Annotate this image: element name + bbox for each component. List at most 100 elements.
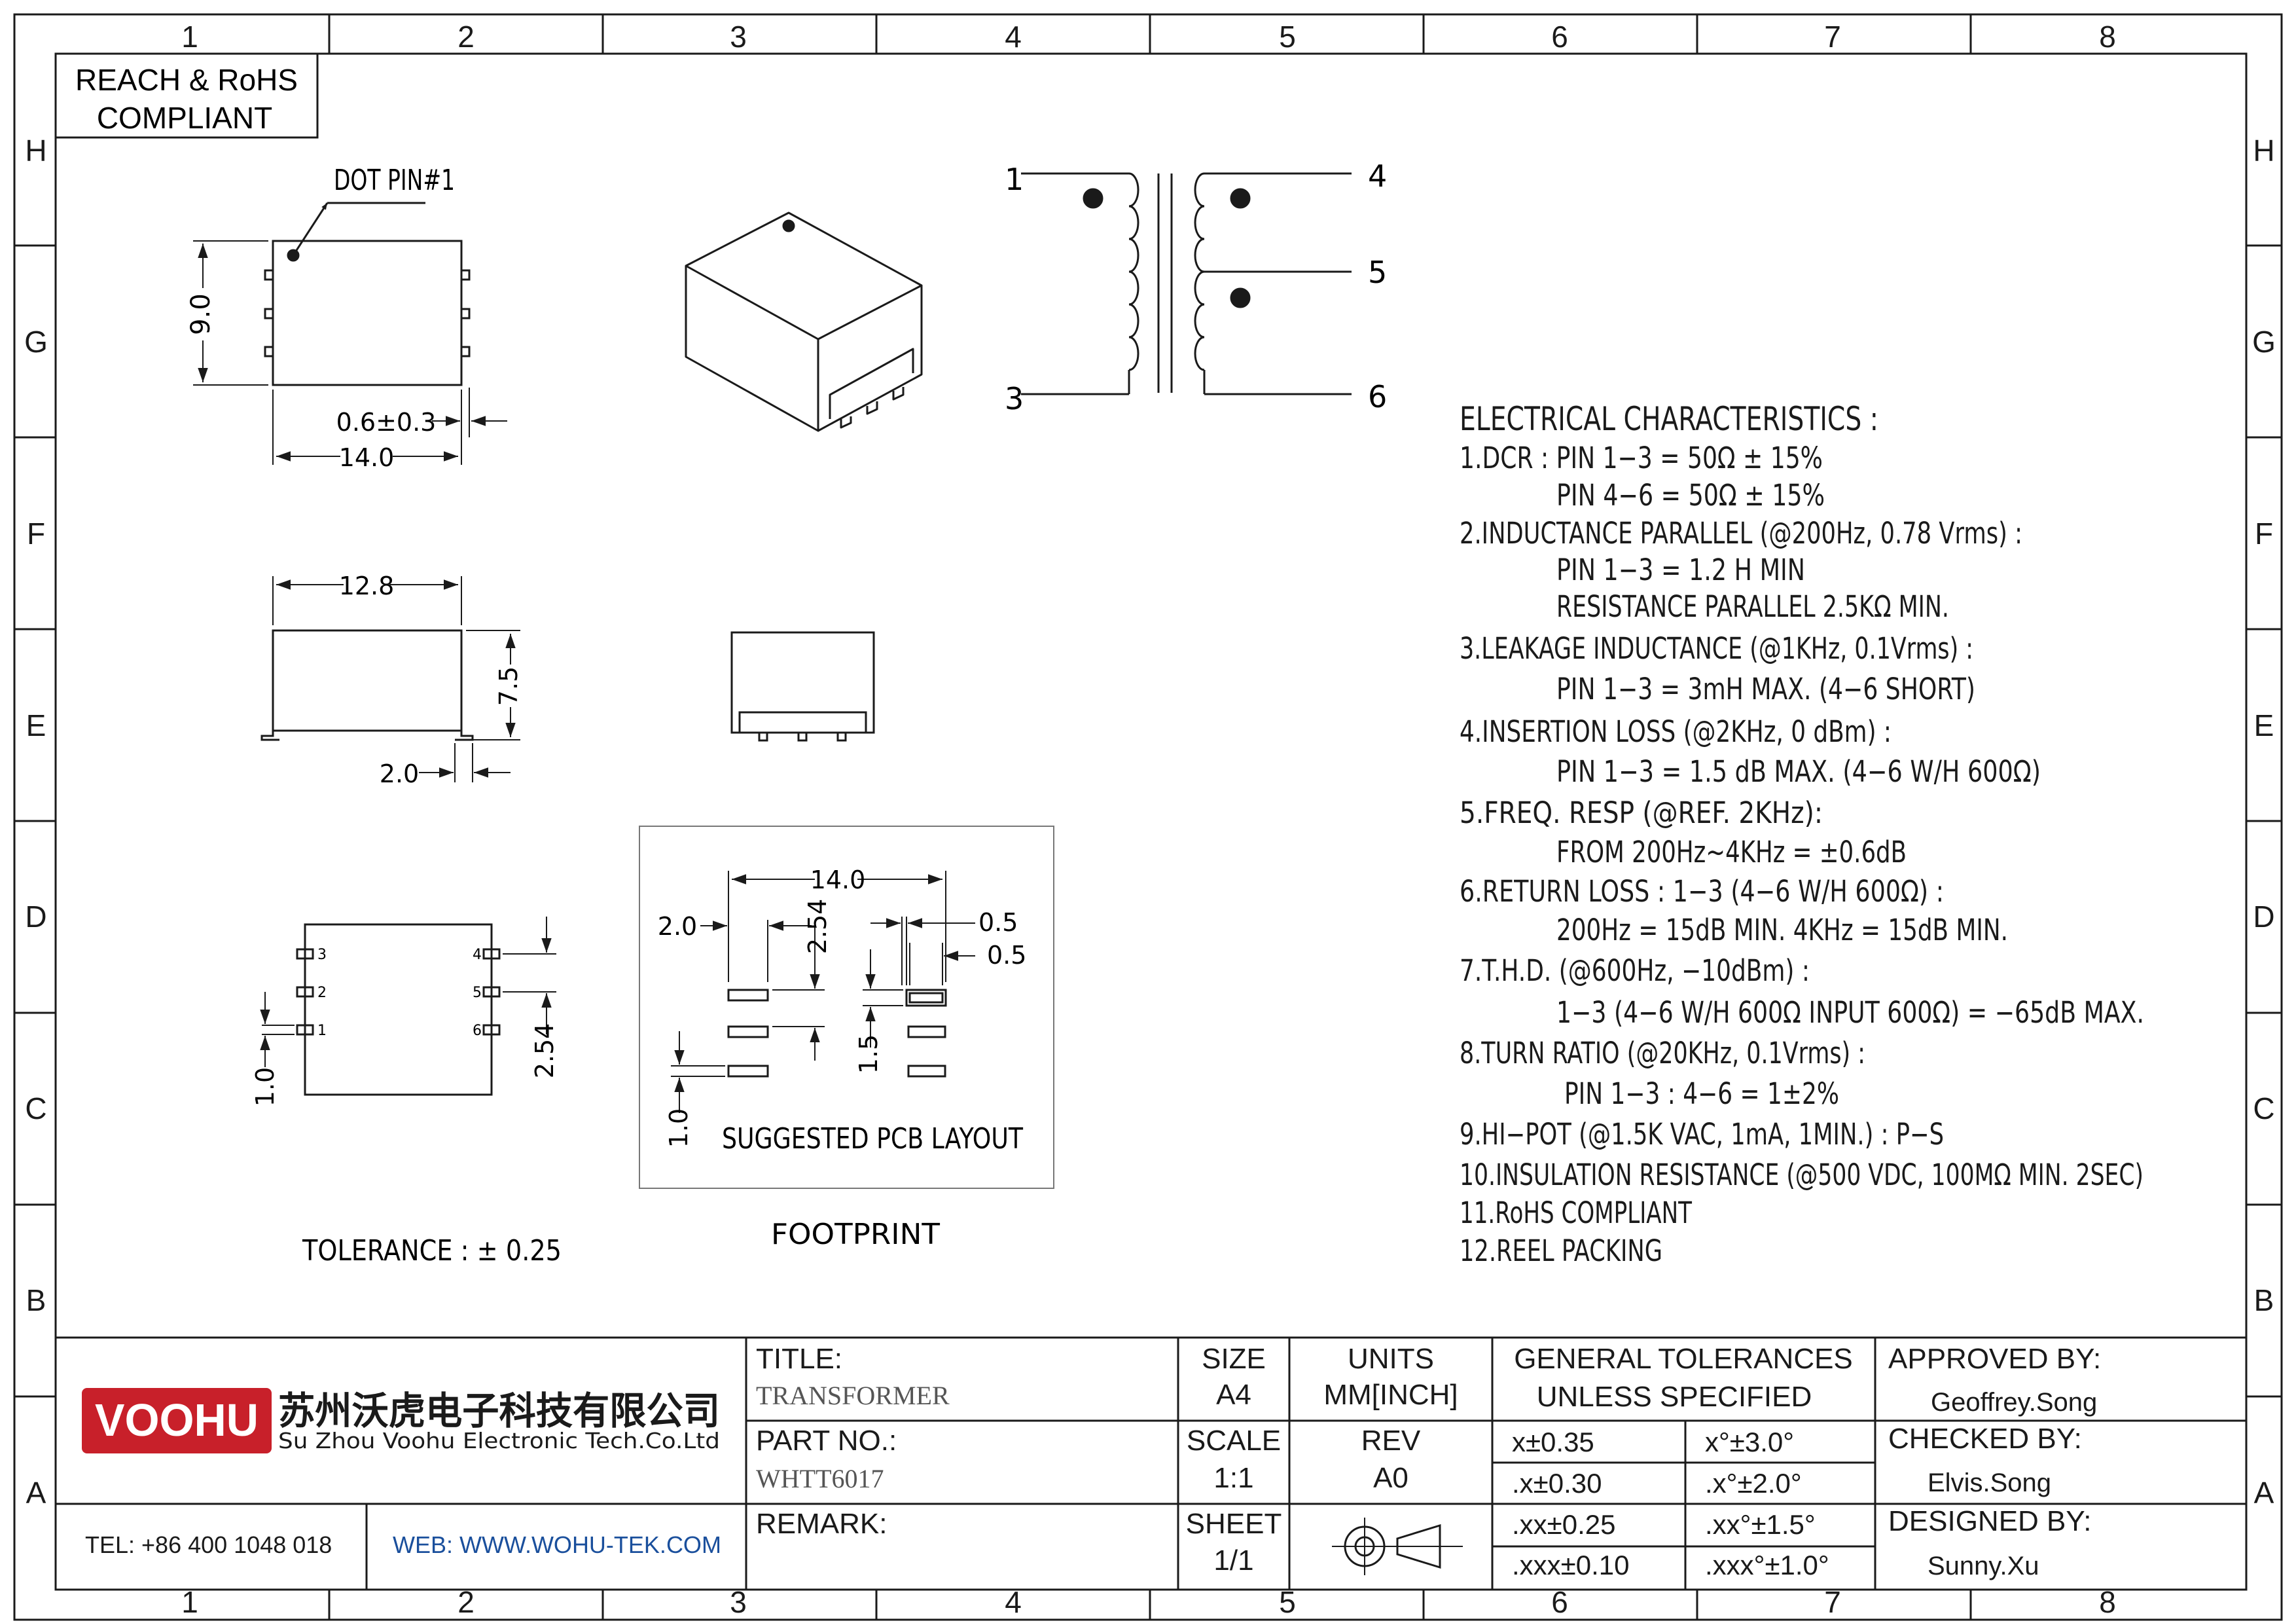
grid-row-label-left-A: A: [26, 1476, 46, 1510]
bottom-pin-2: 2: [317, 985, 327, 1001]
pcb-layout-title: SUGGESTED PCB LAYOUT: [722, 1122, 1023, 1156]
grid-row-label-right-G: G: [2252, 325, 2276, 359]
grid-col-label-bottom-2: 2: [457, 1585, 475, 1619]
designed-value: Sunny.Xu: [1928, 1552, 2039, 1580]
grid-col-label-top-8: 8: [2099, 20, 2116, 54]
pcb-gap-dim-a: 0.5: [978, 908, 1018, 937]
pcb-pitch-dim: 2.54: [803, 899, 832, 955]
grid-row-label-right-H: H: [2253, 134, 2274, 168]
electrical-title: ELECTRICAL CHARACTERISTICS :: [1460, 400, 1878, 438]
grid-col-label-top-6: 6: [1551, 20, 1568, 54]
grid-col-label-top-3: 3: [730, 20, 747, 54]
electrical-line: 6.RETURN LOSS : 1−3 (4−6 W/H 600Ω) :: [1460, 874, 1944, 909]
electrical-line: 1.DCR : PIN 1−3 = 50Ω ± 15%: [1460, 441, 1823, 475]
transformer-schematic: [1021, 172, 1352, 395]
grid-col-label-bottom-1: 1: [181, 1585, 198, 1619]
electrical-line: 12.REEL PACKING: [1460, 1233, 1662, 1268]
compliance-line1: REACH & RoHS: [75, 63, 298, 97]
side-view: [260, 576, 520, 782]
angular-tolerance: .xxx°±1.0°: [1705, 1550, 1829, 1580]
linear-tolerance: .x±0.30: [1512, 1468, 1602, 1499]
schematic-pin-5: 5: [1368, 255, 1387, 290]
title-value: TRANSFORMER: [756, 1381, 950, 1410]
side-width-dim: 12.8: [339, 572, 395, 600]
electrical-line: FROM 200Hz~4KHz = ±0.6dB: [1556, 835, 1907, 869]
grid-col-label-bottom-3: 3: [730, 1585, 747, 1619]
part-value: WHTT6017: [756, 1464, 884, 1493]
linear-tolerance: .xx±0.25: [1512, 1509, 1615, 1540]
electrical-line: 10.INSULATION RESISTANCE (@500 VDC, 100M…: [1460, 1158, 2144, 1192]
remark-label: REMARK:: [756, 1508, 887, 1540]
grid-col-label-top-1: 1: [181, 20, 198, 54]
sheet-label: SHEET: [1186, 1508, 1282, 1540]
electrical-characteristics: ELECTRICAL CHARACTERISTICS : 1.DCR : PIN…: [1460, 400, 2144, 1268]
grid-row-label-left-E: E: [26, 708, 46, 742]
grid-row-label-right-A: A: [2254, 1476, 2274, 1510]
side-pad-dim: 2.0: [380, 759, 419, 788]
grid-row-label-right-D: D: [2253, 900, 2274, 934]
pcb-layout-box: [639, 826, 1054, 1189]
grid-col-label-bottom-6: 6: [1551, 1585, 1568, 1619]
grid-col-label-bottom-8: 8: [2099, 1585, 2116, 1619]
bottom-pitch-dim: 2.54: [530, 1023, 559, 1079]
pcb-pad-length-dim: 1.5: [854, 1034, 883, 1074]
electrical-line: 1−3 (4−6 W/H 600Ω INPUT 600Ω) = −65dB MA…: [1556, 995, 2144, 1030]
size-value: A4: [1216, 1379, 1251, 1411]
rev-value: A0: [1373, 1462, 1408, 1494]
dot-pin-label: DOT PIN#1: [334, 164, 455, 197]
bottom-pin-4: 4: [473, 947, 482, 963]
front-view: [730, 631, 875, 742]
web-text[interactable]: WEB: WWW.WOHU-TEK.COM: [393, 1531, 721, 1558]
electrical-line: 9.HI−POT (@1.5K VAC, 1mA, 1MIN.) : P−S: [1460, 1117, 1944, 1152]
tol-title-2: UNLESS SPECIFIED: [1537, 1381, 1812, 1413]
checked-value: Elvis.Song: [1928, 1468, 2051, 1497]
title-block: [56, 1336, 2246, 1590]
schematic-pin-6: 6: [1368, 379, 1387, 414]
top-view: [193, 202, 507, 465]
grid-row-label-right-B: B: [2254, 1283, 2274, 1317]
part-label: PART NO.:: [756, 1425, 897, 1457]
grid-col-label-top-7: 7: [1824, 20, 1841, 54]
outer-frame: [13, 13, 2283, 1621]
linear-tolerance: .xxx±0.10: [1512, 1550, 1629, 1580]
compliance-line2: COMPLIANT: [97, 101, 272, 135]
electrical-line: 3.LEAKAGE INDUCTANCE (@1KHz, 0.1Vrms) :: [1460, 631, 1973, 666]
side-height-dim: 7.5: [494, 666, 523, 706]
voohu-logo: VOOHU: [82, 1388, 272, 1453]
electrical-line: PIN 1−3 = 3mH MAX. (4−6 SHORT): [1556, 672, 1975, 706]
grid-col-label-bottom-7: 7: [1824, 1585, 1841, 1619]
grid-col-label-bottom-4: 4: [1005, 1585, 1022, 1619]
sheet-value: 1/1: [1213, 1544, 1253, 1577]
electrical-line: 4.INSERTION LOSS (@2KHz, 0 dBm) :: [1460, 714, 1892, 749]
pcb-gap-dim-b: 0.5: [987, 941, 1026, 970]
grid-col-label-top-4: 4: [1005, 20, 1022, 54]
isometric-view: [685, 211, 923, 432]
approved-label: APPROVED BY:: [1888, 1343, 2101, 1375]
units-label: UNITS: [1348, 1343, 1434, 1375]
grid-row-label-left-C: C: [25, 1091, 46, 1125]
top-height-dim: 9.0: [186, 293, 216, 335]
scale-label: SCALE: [1187, 1425, 1281, 1457]
pcb-pad-width-dim: 1.0: [664, 1108, 693, 1148]
grid-col-label-top-2: 2: [457, 20, 475, 54]
top-pin-dim: 0.6±0.3: [336, 408, 437, 437]
bottom-pin-6: 6: [473, 1023, 482, 1039]
schematic-pin-3: 3: [1005, 381, 1024, 416]
electrical-line: 8.TURN RATIO (@20KHz, 0.1Vrms) :: [1460, 1036, 1865, 1070]
title-label: TITLE:: [756, 1343, 842, 1375]
tol-title-1: GENERAL TOLERANCES: [1514, 1343, 1853, 1375]
approved-value: Geoffrey.Song: [1931, 1388, 2097, 1417]
grid-col-label-bottom-5: 5: [1279, 1585, 1296, 1619]
grid-row-label-left-G: G: [24, 325, 48, 359]
electrical-line: PIN 1−3 : 4−6 = 1±2%: [1564, 1076, 1839, 1111]
electrical-line: 5.FREQ. RESP (@REF. 2KHz):: [1460, 795, 1823, 830]
electrical-line: 200Hz = 15dB MIN. 4KHz = 15dB MIN.: [1556, 913, 2008, 947]
grid-row-label-right-C: C: [2253, 1091, 2274, 1125]
electrical-line: PIN 1−3 = 1.2 H MIN: [1556, 553, 1805, 587]
angular-tolerance: .xx°±1.5°: [1705, 1509, 1816, 1540]
grid-row-label-left-H: H: [25, 134, 46, 168]
bottom-view: [260, 917, 556, 1096]
grid-row-label-right-E: E: [2254, 708, 2274, 742]
